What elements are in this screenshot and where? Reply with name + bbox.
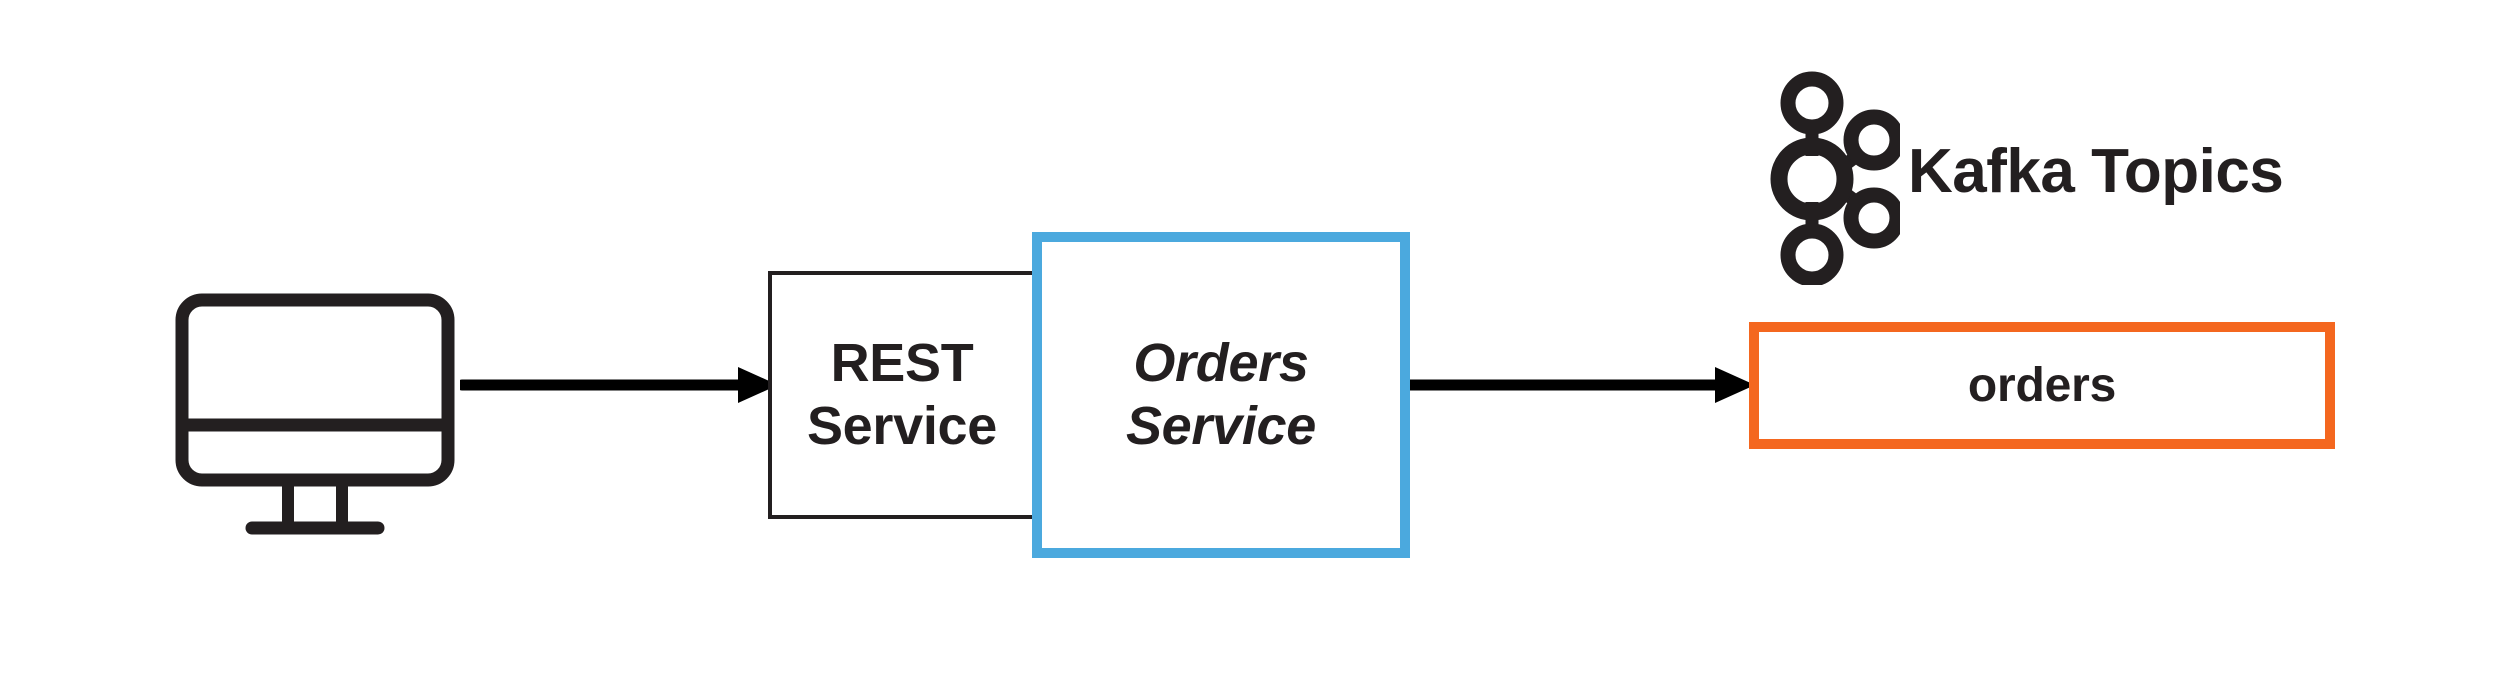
orders-service-label-line2: Service (1125, 396, 1317, 456)
client-to-rest-arrow (456, 365, 780, 405)
rest-service-label: REST Service (807, 332, 997, 458)
rest-service-label-line2: Service (806, 396, 998, 456)
kafka-logo-icon (1770, 70, 1905, 287)
orders-service-label-line1: Orders (1133, 332, 1309, 393)
kafka-topics-caption: Kafka Topics (1908, 137, 2284, 206)
rest-service-label-line1: REST (830, 332, 974, 393)
orders-service-label: Orders Service (1126, 332, 1316, 458)
rest-service-box[interactable]: REST Service (768, 271, 1036, 519)
orders-topic-box[interactable]: orders (1749, 322, 2335, 449)
orders-topic-label: orders (1967, 359, 2117, 412)
desktop-monitor-icon (170, 290, 460, 545)
orders-service-box[interactable]: Orders Service (1032, 232, 1410, 558)
orders-to-topic-arrow (1396, 365, 1760, 405)
